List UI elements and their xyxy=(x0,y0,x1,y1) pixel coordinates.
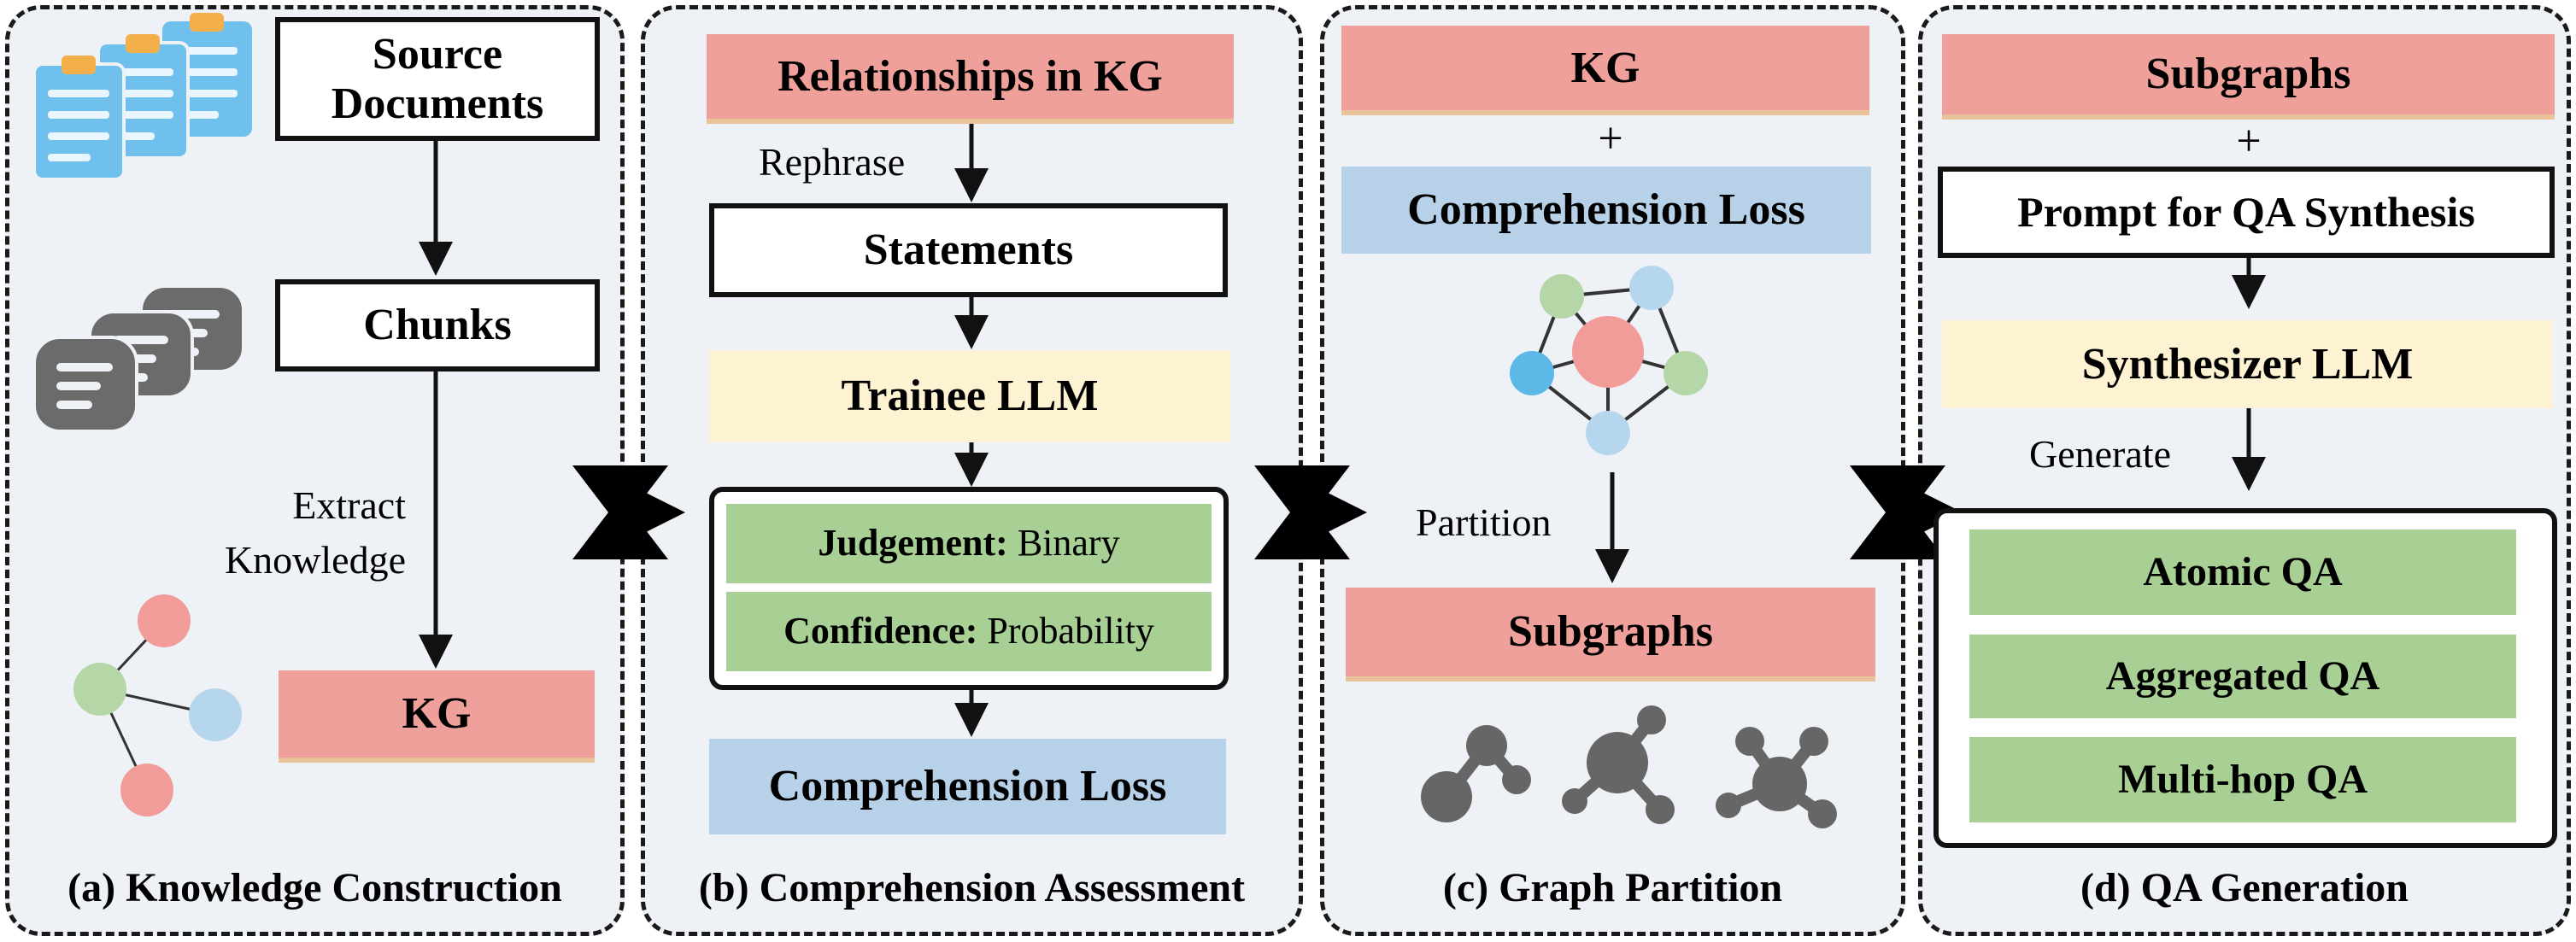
qa-type-atomic: Atomic QA xyxy=(1969,530,2516,615)
panel-title-comprehension-assessment: (b) Comprehension Assessment xyxy=(698,865,1246,910)
judgement-value: Binary xyxy=(1007,522,1120,565)
confidence-key: Confidence: xyxy=(783,610,978,652)
flow-arrow-icon xyxy=(1254,465,1367,559)
clipboard-documents-icon xyxy=(32,13,252,181)
confidence-value: Probability xyxy=(977,610,1154,652)
rephrase-label: Rephrase xyxy=(759,140,906,184)
panel-title-qa-generation: (d) QA Generation xyxy=(2080,865,2409,910)
pentagon-graph-icon xyxy=(1510,266,1708,455)
plus-sign-c: + xyxy=(1598,114,1623,163)
panel-graph-partition xyxy=(1320,5,1905,936)
kg-box-c: KG xyxy=(1341,26,1869,115)
molecule-subgraph-icon xyxy=(1421,705,1837,828)
subgraphs-box-d: Subgraphs xyxy=(1942,34,2555,120)
trainee-llm-box: Trainee LLM xyxy=(709,350,1230,442)
chunks-box: Chunks xyxy=(275,279,600,372)
plus-sign-d: + xyxy=(2236,117,2262,166)
judgement-key: Judgement: xyxy=(818,522,1008,565)
panel-title-graph-partition: (c) Graph Partition xyxy=(1442,865,1783,910)
knowledge-graph-icon xyxy=(73,594,242,816)
qa-type-multi-hop: Multi-hop QA xyxy=(1969,737,2516,822)
generate-label: Generate xyxy=(2029,432,2171,476)
statements-box: Statements xyxy=(709,203,1228,297)
judgement-row: Judgement: Binary xyxy=(726,504,1212,583)
comprehension-loss-box-c: Comprehension Loss xyxy=(1341,167,1871,254)
extract-knowledge-label: Extract Knowledge xyxy=(224,483,406,582)
kg-box: KG xyxy=(279,670,595,763)
panel-title-knowledge-construction: (a) Knowledge Construction xyxy=(67,865,562,910)
partition-label: Partition xyxy=(1416,500,1552,544)
confidence-row: Confidence: Probability xyxy=(726,592,1212,671)
flow-arrow-icon xyxy=(572,465,685,559)
subgraphs-box-c: Subgraphs xyxy=(1346,588,1875,682)
flow-arrow-icon xyxy=(1850,465,1963,559)
qa-type-aggregated: Aggregated QA xyxy=(1969,635,2516,718)
comprehension-loss-box-b: Comprehension Loss xyxy=(709,739,1226,834)
source-documents-box: Source Documents xyxy=(275,17,600,141)
chat-bubbles-icon xyxy=(32,284,245,433)
prompt-box: Prompt for QA Synthesis xyxy=(1938,167,2555,258)
synthesizer-llm-box: Synthesizer LLM xyxy=(1942,320,2553,408)
relationships-in-kg-box: Relationships in KG xyxy=(707,34,1234,124)
